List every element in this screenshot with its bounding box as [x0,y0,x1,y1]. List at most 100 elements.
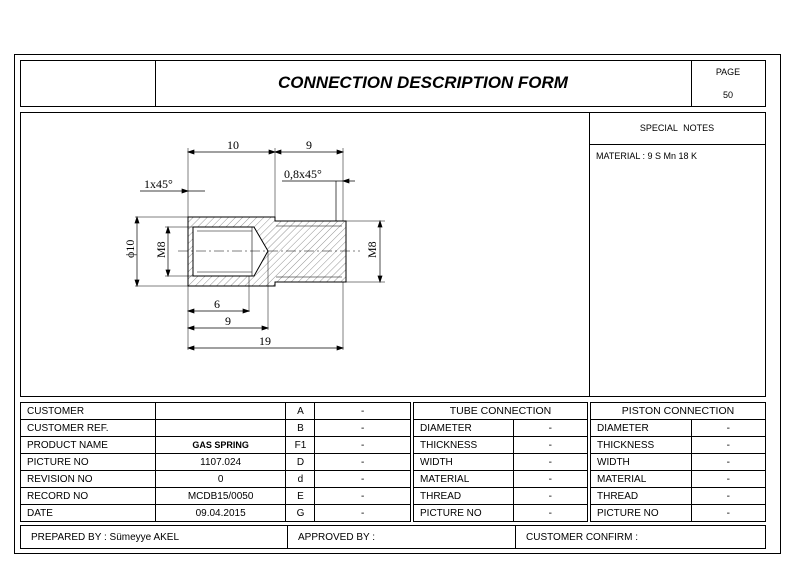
info-letter-value: - [314,504,411,522]
table-row: CUSTOMER REF. B - [20,419,411,437]
table-row: THICKNESS- [413,436,589,454]
piston-value: - [690,470,767,488]
piston-connection-table: PISTON CONNECTION DIAMETER- THICKNESS- W… [590,402,767,522]
table-row: WIDTH- [413,453,589,471]
tube-connection-title: TUBE CONNECTION [413,402,588,420]
piston-connection-title: PISTON CONNECTION [590,402,766,420]
info-label: DATE [20,504,156,522]
info-letter: E [285,487,316,505]
thread-right-label: M8 [365,241,379,258]
piston-value: - [690,504,767,522]
material-note: MATERIAL : 9 S Mn 18 K [596,151,698,161]
info-letter: G [285,504,316,522]
tube-value: - [512,453,589,471]
piston-label: PICTURE NO [590,504,692,522]
info-value: MCDB15/0050 [154,487,287,505]
dim-9-top-label: 9 [306,138,312,152]
table-row: PICTURE NO- [413,504,589,522]
tube-connection-table: TUBE CONNECTION DIAMETER- THICKNESS- WID… [413,402,589,522]
info-letter: D [285,453,316,471]
dim-9-bottom-label: 9 [225,314,231,328]
tube-label: DIAMETER [413,419,514,437]
info-letter-value: - [314,487,411,505]
table-row: DATE 09.04.2015 G - [20,504,411,522]
page-box [691,60,766,107]
info-value [154,419,287,437]
form-title: CONNECTION DESCRIPTION FORM [278,73,568,92]
table-row: RECORD NO MCDB15/0050 E - [20,487,411,505]
info-label: CUSTOMER REF. [20,419,156,437]
thread-left-label: M8 [154,241,168,258]
piston-label: MATERIAL [590,470,692,488]
tube-label: MATERIAL [413,470,514,488]
info-letter: A [285,402,316,420]
info-value: 1107.024 [154,453,287,471]
info-letter-value: - [314,453,411,471]
chamfer-2-label: 0,8x45° [284,167,322,181]
table-row: THREAD- [590,487,767,505]
tube-label: WIDTH [413,453,514,471]
tube-value: - [512,487,589,505]
table-row: DIAMETER- [590,419,767,437]
dim-10-label: 10 [227,138,239,152]
info-value: 09.04.2015 [154,504,287,522]
table-row: DIAMETER- [413,419,589,437]
tube-value: - [512,419,589,437]
info-label: PICTURE NO [20,453,156,471]
info-value: 0 [154,470,287,488]
info-label: REVISION NO [20,470,156,488]
table-row: PRODUCT NAME GAS SPRING F1 - [20,436,411,454]
info-label: PRODUCT NAME [20,436,156,454]
info-label: CUSTOMER [20,402,156,420]
info-label: RECORD NO [20,487,156,505]
piston-label: THICKNESS [590,436,692,454]
piston-value: - [690,419,767,437]
piston-value: - [690,487,767,505]
approved-by: APPROVED BY : [287,525,516,549]
dim-19-label: 19 [259,334,271,348]
info-letter-value: - [314,402,411,420]
info-letter: F1 [285,436,316,454]
customer-confirm: CUSTOMER CONFIRM : [515,525,766,549]
page-label: PAGE [715,67,741,77]
info-value [154,402,287,420]
piston-label: DIAMETER [590,419,692,437]
info-letter-value: - [314,419,411,437]
tube-label: PICTURE NO [413,504,514,522]
table-row: MATERIAL- [590,470,767,488]
table-row: THREAD- [413,487,589,505]
logo-box [20,60,156,107]
title-box [155,60,692,107]
table-row: REVISION NO 0 d - [20,470,411,488]
tube-value: - [512,504,589,522]
tube-label: THICKNESS [413,436,514,454]
form-frame [14,54,781,554]
notes-heading: SPECIAL NOTES [639,123,715,133]
info-letter: d [285,470,316,488]
tube-value: - [512,436,589,454]
info-letter-value: - [314,470,411,488]
piston-value: - [690,453,767,471]
notes-panel [589,112,766,397]
table-row: PICTURE NO- [590,504,767,522]
dia-10-label: ϕ10 [123,240,137,258]
notes-heading-box [589,112,766,145]
piston-value: - [690,436,767,454]
technical-drawing: 10 9 1x45° 0,8x45° ϕ10 M8 M8 6 9 19 [123,138,385,351]
table-row: MATERIAL- [413,470,589,488]
page-number: 50 [722,90,733,100]
info-letter-value: - [314,436,411,454]
tube-value: - [512,470,589,488]
piston-label: THREAD [590,487,692,505]
info-value: GAS SPRING [154,436,287,454]
info-letter: B [285,419,316,437]
prepared-by: PREPARED BY : Sümeyye AKEL [20,525,288,549]
dim-6-label: 6 [214,297,220,311]
tube-label: THREAD [413,487,514,505]
chamfer-1-label: 1x45° [144,177,173,191]
piston-label: WIDTH [590,453,692,471]
table-row: THICKNESS- [590,436,767,454]
table-row: WIDTH- [590,453,767,471]
bore-cavity [192,226,269,277]
table-row: PICTURE NO 1107.024 D - [20,453,411,471]
